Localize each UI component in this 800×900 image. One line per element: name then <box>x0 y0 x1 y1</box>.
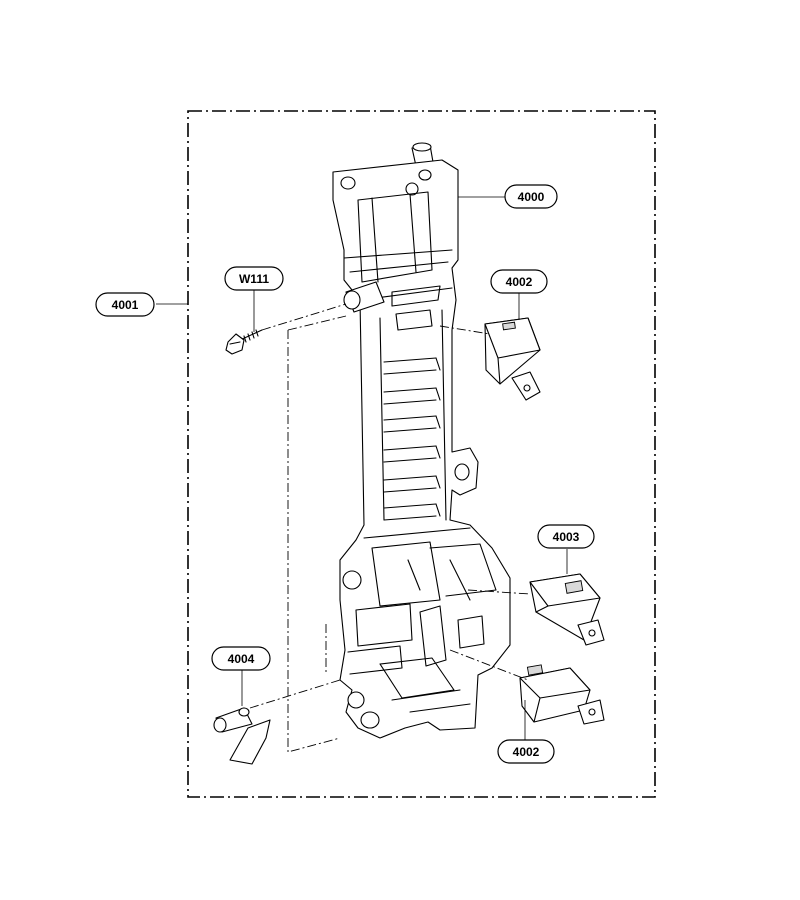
callout-4002-upper: 4002 <box>490 269 548 294</box>
callout-4000-text: 4000 <box>518 190 545 204</box>
switch-4002-upper <box>484 317 541 401</box>
callout-4002-lower: 4002 <box>497 739 555 764</box>
callout-4003: 4003 <box>537 524 595 549</box>
callout-4002-upper-text: 4002 <box>506 275 533 289</box>
callout-w111-text: W111 <box>239 272 269 286</box>
leader-lines <box>156 196 568 740</box>
callout-4002-lower-text: 4002 <box>513 745 540 759</box>
switch-4002-lower <box>519 664 605 725</box>
callout-4004-text: 4004 <box>228 652 255 666</box>
callout-4001-text: 4001 <box>112 298 139 312</box>
callout-4001: 4001 <box>95 292 155 317</box>
callout-w111: W111 <box>224 266 284 291</box>
switch-4003 <box>529 573 605 646</box>
latch-board-4000 <box>332 142 511 739</box>
callout-4000: 4000 <box>504 184 558 209</box>
screw-w111 <box>225 329 263 355</box>
assembly-guide-lines <box>249 303 531 753</box>
lever-4004 <box>213 707 271 765</box>
assembly-boundary-frame <box>187 110 656 798</box>
callout-4004: 4004 <box>211 646 271 671</box>
callout-4003-text: 4003 <box>553 530 580 544</box>
